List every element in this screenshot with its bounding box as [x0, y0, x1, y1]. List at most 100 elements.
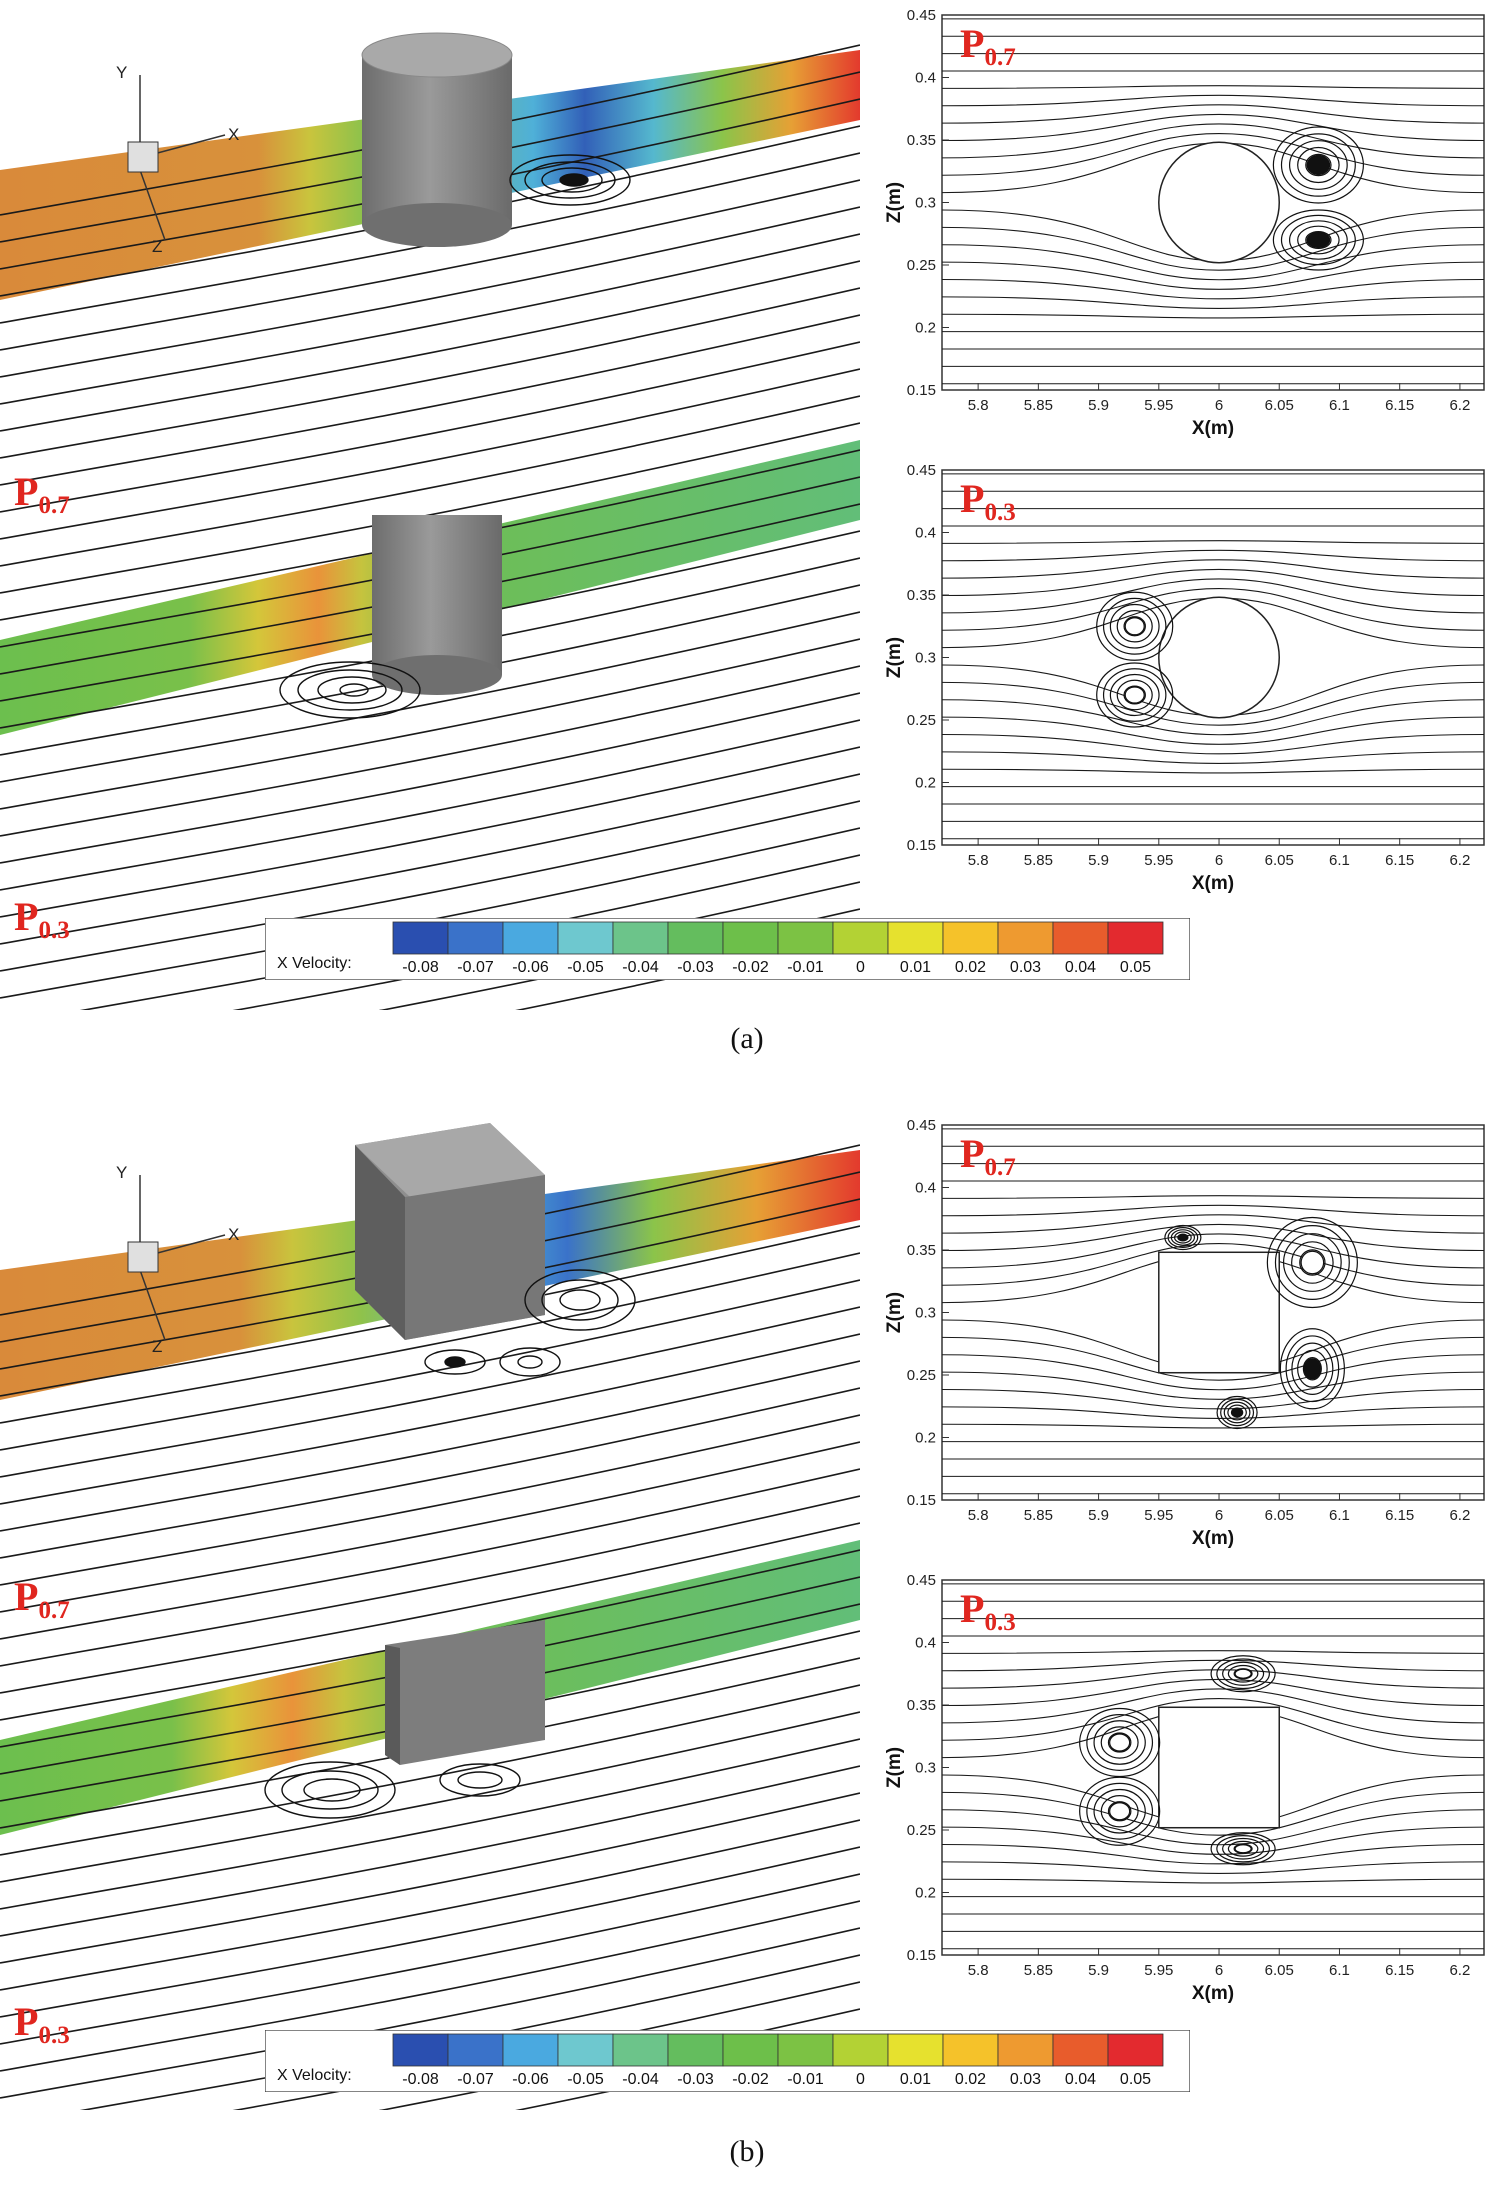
perspective-b-svg: Y X Z P0.7 P0.3 — [0, 1123, 860, 2110]
x-tick-label: 5.85 — [1024, 1962, 1053, 1979]
vortex-ring — [1280, 133, 1356, 197]
vortex-core — [1231, 1407, 1243, 1418]
legend-title: X Velocity: — [277, 2067, 352, 2084]
legend-value: 0.01 — [900, 2071, 931, 2088]
legend-value: 0.03 — [1010, 2071, 1041, 2088]
plan-streamline — [941, 1223, 1485, 1252]
y-tick-label: 0.2 — [915, 320, 936, 337]
vortex-ring — [1216, 1658, 1270, 1690]
x-tick-label: 5.95 — [1144, 852, 1173, 869]
legend-value: -0.07 — [457, 959, 494, 976]
vortex-ring — [1220, 1398, 1255, 1427]
legend-value: 0 — [856, 959, 865, 976]
vortex-ring — [1093, 1788, 1146, 1834]
streamline — [0, 557, 860, 729]
vortex-ring — [1116, 610, 1153, 643]
streamline — [0, 692, 860, 864]
y-tick-label: 0.15 — [907, 1947, 936, 1964]
x-tick-label: 6.2 — [1449, 1962, 1470, 1979]
vortex-ring — [1174, 1231, 1192, 1244]
streamline — [0, 422, 860, 594]
plan-streamline — [941, 261, 1485, 290]
legend-value: -0.06 — [512, 959, 549, 976]
cylinder-section — [1158, 596, 1280, 719]
vortex-ring — [1288, 220, 1348, 260]
panel-b-perspective: Y X Z P0.7 P0.3 — [0, 1100, 860, 2110]
vortex-ring — [1102, 597, 1167, 655]
vortex-ring — [1305, 153, 1332, 177]
vortex-ring — [1086, 1714, 1154, 1771]
vortex-ring — [1285, 1335, 1340, 1403]
axis-y-label-b: Y — [116, 1163, 127, 1182]
streamline — [0, 314, 860, 486]
y-tick-label: 0.4 — [915, 70, 936, 87]
x-tick-label: 6.1 — [1329, 1507, 1350, 1524]
legend-value: -0.05 — [567, 959, 604, 976]
vortex-ring — [1291, 1241, 1334, 1284]
vortex-ring — [1279, 1328, 1345, 1410]
vortex-ring — [1102, 668, 1167, 722]
legend-value: 0 — [856, 2071, 865, 2088]
streamline — [0, 98, 860, 270]
vortex-ring — [1170, 1229, 1196, 1246]
legend-swatch — [832, 921, 889, 955]
plan-streamline — [941, 578, 1485, 614]
streamline — [0, 341, 860, 513]
streamline — [0, 1387, 860, 1559]
vortex-ring — [1266, 1216, 1358, 1309]
y-tick-label: 0.45 — [907, 462, 936, 479]
vortex-ring — [1291, 1342, 1334, 1395]
legend-swatch — [997, 921, 1054, 955]
vortex-ring — [1164, 1224, 1202, 1251]
axis-triad-a: Y X Z — [116, 63, 239, 256]
y-tick-label: 0.25 — [907, 712, 936, 729]
vortex-ring — [1223, 1401, 1251, 1424]
axis-triad-b: Y X Z — [116, 1163, 239, 1356]
x-tick-label: 5.95 — [1144, 1962, 1173, 1979]
legend-value: -0.05 — [567, 2071, 604, 2088]
vortex-ring — [1107, 1732, 1132, 1753]
legend-swatch — [887, 921, 944, 955]
vortex-ring — [1079, 1707, 1161, 1778]
x-tick-label: 6.15 — [1385, 397, 1414, 414]
x-tick-label: 6.05 — [1265, 1507, 1294, 1524]
streamline — [0, 638, 860, 810]
streamline — [0, 1522, 860, 1694]
legend-swatch — [722, 921, 779, 955]
vortex-ring — [1109, 603, 1160, 649]
vortex-ring — [1280, 214, 1356, 266]
plan-streamline — [941, 313, 1485, 319]
y-tick-label: 0.3 — [915, 195, 936, 212]
plan-streamline — [941, 85, 1485, 89]
y-tick-label: 0.35 — [907, 587, 936, 604]
label-a-lower: P0.3 — [14, 894, 70, 944]
vortex-core — [1300, 1250, 1325, 1275]
streamline — [0, 1252, 860, 1424]
legend-swatch — [1107, 2033, 1164, 2067]
legend-value: 0.02 — [955, 2071, 986, 2088]
vortex-core — [1109, 1802, 1131, 1821]
label-b-upper: P0.7 — [14, 1574, 70, 1624]
plan-vortices — [1079, 1655, 1276, 1866]
streamline — [0, 179, 860, 351]
vortex-ring — [1222, 1837, 1265, 1860]
y-tick-label: 0.45 — [907, 1117, 936, 1134]
x-tick-label: 6.15 — [1385, 852, 1414, 869]
box-lower-b — [385, 1620, 545, 1765]
y-tick-label: 0.35 — [907, 132, 936, 149]
streamline — [0, 260, 860, 432]
legend-swatch — [502, 921, 559, 955]
plan-streamline — [941, 132, 1485, 176]
vortex-lower-a — [279, 661, 421, 719]
x-tick-label: 6.05 — [1265, 1962, 1294, 1979]
streamline — [0, 1576, 860, 1748]
y-tick-label: 0.15 — [907, 837, 936, 854]
y-tick-label: 0.3 — [915, 1760, 936, 1777]
streamline — [0, 503, 860, 675]
streamline — [0, 800, 860, 972]
legend-value: -0.06 — [512, 2071, 549, 2088]
caption-a: (a) — [730, 1022, 764, 1055]
